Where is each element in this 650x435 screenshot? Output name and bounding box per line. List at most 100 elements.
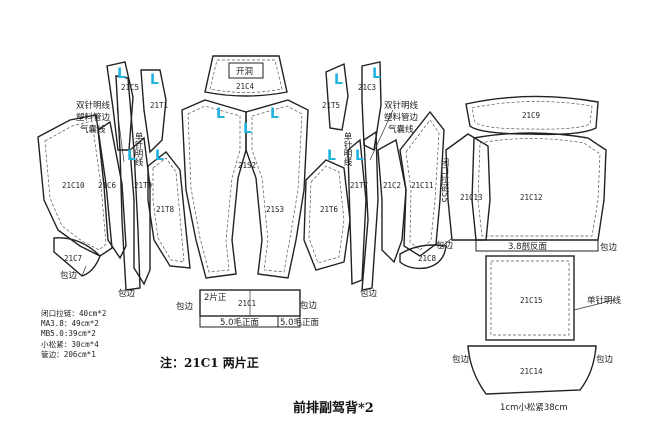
note-21c1: 注：21C1 两片正 (160, 356, 259, 370)
felt-face-left: 5.0毛正面 (220, 317, 260, 328)
airbag-left: 气囊线 (80, 124, 106, 135)
l-mark-5: L (270, 106, 279, 122)
piece-21c6 (97, 120, 127, 260)
note-line: 管边：206cm*1 (41, 349, 96, 359)
piece-21t8 (147, 151, 191, 269)
piece-21c7-left (53, 237, 101, 277)
cut-reverse-label: 3.8剖反面 (508, 241, 548, 252)
single-stitch-right-vertical: 单针明线 (342, 131, 352, 166)
label-21c11: 21C11 (411, 181, 434, 190)
l-mark-1: L (117, 66, 126, 82)
note-line: 小松紧：30cm*4 (41, 339, 99, 349)
opening-box (228, 62, 264, 79)
edging-left: 包边 (60, 270, 78, 281)
edging-c1-right: 包边 (300, 300, 318, 311)
label-21c4: 21C4 (236, 82, 255, 91)
label-21c8: 21C8 (418, 254, 437, 263)
piece-21c9-inner (471, 101, 593, 130)
l-mark-11: L (355, 148, 364, 164)
piece-21c4 (204, 55, 288, 97)
note-line: MB5.0:39cm*2 (41, 329, 96, 339)
piece-21t6-inner (308, 165, 345, 264)
cut-reverse-strip (475, 239, 599, 252)
label-21c9: 21C9 (522, 111, 540, 120)
piece-21t8-inner (152, 157, 185, 263)
piece-21c3-right-strip (361, 130, 379, 291)
felt-strip-right (277, 315, 301, 328)
center-label: 2片正 (204, 292, 227, 303)
edging-c14-right: 包边 (596, 354, 614, 365)
label-21c12: 21C12 (520, 193, 543, 202)
label-21t1: 21T1 (150, 101, 168, 110)
piece-21c9 (465, 95, 599, 136)
piece-21c15 (485, 255, 575, 341)
l-mark-4: L (243, 121, 252, 137)
piece-21t7 (347, 138, 367, 286)
piece-21t6 (303, 159, 351, 271)
edging-c12: 包边 (600, 242, 618, 253)
piece-21c15-inner (490, 260, 570, 336)
piece-21c4-inner (209, 59, 283, 93)
edging-left-2: 包边 (118, 288, 136, 299)
piece-21c5 (106, 61, 134, 151)
label-21s3: 21S3 (266, 205, 284, 214)
piece-21c12-inner (477, 138, 601, 237)
material-notes: 闭口拉链：40cm*2 MA3.8：49cm*2 MB5.0:39cm*2 小松… (41, 309, 106, 360)
l-mark-10: L (327, 148, 336, 164)
piece-21c8 (399, 244, 447, 270)
label-21t5: 21T5 (322, 101, 340, 110)
edging-right-2: 包边 (360, 288, 378, 299)
label-21t8: 21T8 (156, 205, 175, 214)
label-21c3-right: 21C3 (358, 83, 376, 92)
plastic-piping-left: 塑料管边 (76, 112, 111, 123)
label-21c13: 21C13 (460, 193, 483, 202)
felt-face-right: 5.0毛正面 (280, 317, 320, 328)
piece-21c11-inner (405, 119, 440, 251)
label-21c1: 21C1 (238, 299, 256, 308)
single-stitch-c15: 单针明线 (587, 295, 622, 306)
label-21t9: 21T9 (134, 181, 152, 190)
label-21t7: 21T7 (350, 181, 368, 190)
label-21c5: 21C5 (121, 83, 139, 92)
label-21c6: 21C6 (98, 181, 117, 190)
piece-21s3-inner (251, 105, 303, 273)
label-21c15: 21C15 (520, 296, 543, 305)
piece-21c14 (467, 345, 597, 395)
label-21t6: 21T6 (320, 205, 339, 214)
l-mark-2: L (150, 72, 159, 88)
edging-c8: 包边 (436, 240, 454, 251)
piece-21c13 (445, 133, 491, 241)
l-mark-8: L (127, 148, 136, 164)
single-stitch-left-vertical: 单针明线 (133, 131, 143, 166)
piece-21t9 (129, 136, 151, 286)
l-mark-6: L (334, 72, 343, 88)
piece-21c10 (37, 114, 113, 257)
piece-21c2 (377, 138, 407, 264)
piece-21t5 (325, 62, 349, 131)
airbag-right: 气囊线 (388, 124, 414, 135)
elastic-label: 1cm小松紧38cm (500, 402, 568, 413)
note-line: 闭口拉链：40cm*2 (41, 309, 107, 318)
piece-21t1 (140, 69, 167, 154)
label-21c2: 21C2 (383, 181, 401, 190)
l-mark-7: L (372, 66, 381, 82)
note-line: MA3.8：49cm*2 (41, 319, 99, 329)
plastic-piping-right: 塑料管边 (384, 112, 419, 123)
piece-21c10-inner (44, 120, 107, 251)
label-21c7-left: 21C7 (64, 254, 82, 263)
opening-label: 开洞 (236, 66, 253, 77)
piece-21s2 (181, 99, 247, 279)
l-mark-9: L (155, 148, 164, 164)
piece-21c3-right (361, 61, 382, 152)
piece-21s3 (245, 99, 309, 279)
piece-21c3-left (115, 75, 141, 291)
l-mark-3: L (216, 106, 225, 122)
piece-21c11 (399, 110, 445, 257)
piece-21s2-inner (187, 105, 241, 273)
piece-21c12 (471, 132, 607, 241)
double-stitch-left: 双针明线 (76, 100, 111, 111)
label-21s2: 21S2 (238, 161, 256, 170)
label-21c14: 21C14 (520, 367, 543, 376)
